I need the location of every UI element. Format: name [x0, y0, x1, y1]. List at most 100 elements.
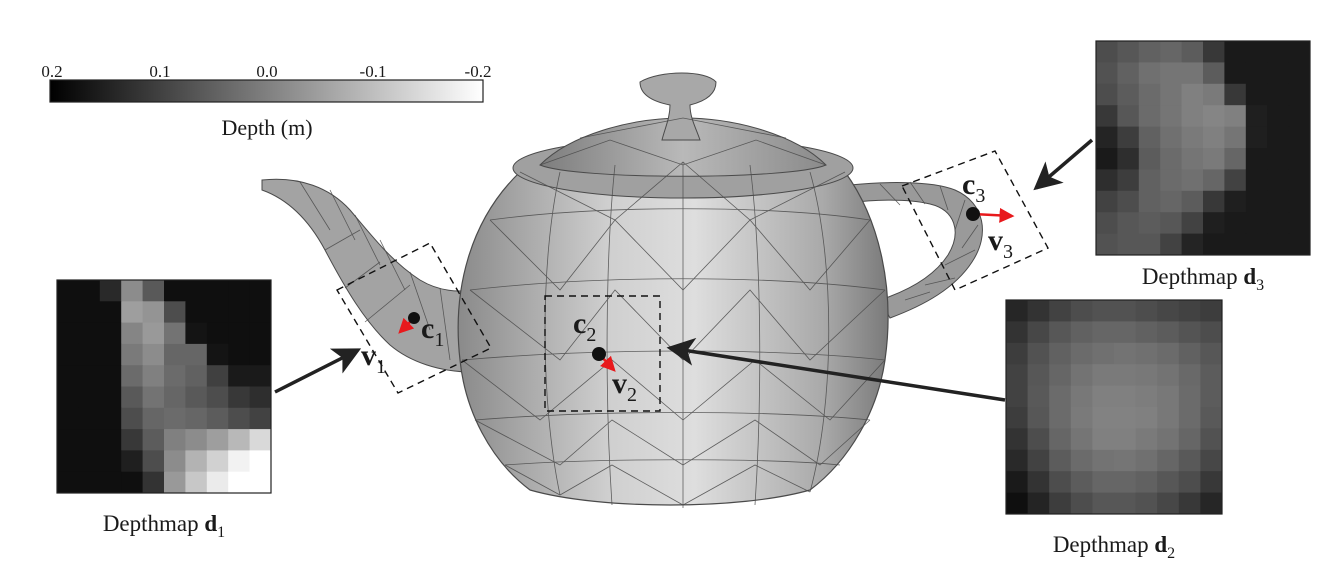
depthmap-pixel [185, 407, 208, 430]
depthmap-pixel [228, 322, 251, 345]
depthmap-pixel [1117, 126, 1140, 149]
center-point-2 [592, 347, 606, 361]
depthmap-panel-2: Depthmap d2 [1005, 299, 1223, 562]
depthmap-pixel [206, 301, 229, 324]
depthmap-pixel [1049, 492, 1072, 515]
depthmap-pixel [185, 471, 208, 494]
depthmap-pixel [1027, 449, 1050, 472]
depthmap-pixel [99, 386, 122, 409]
depthmap-pixel [1288, 41, 1311, 63]
depthmap-pixel [249, 365, 272, 387]
depthmap-pixel [1288, 126, 1311, 149]
depthmap-pixel [1203, 41, 1225, 63]
depthmap-pixel [57, 450, 79, 473]
center-label-3: c3 [962, 168, 985, 207]
vector-label-2: v2 [612, 367, 637, 406]
depthmap-pixel [99, 450, 122, 473]
depthmap-pixel [1006, 342, 1029, 365]
depthmap-pixel [1006, 492, 1029, 515]
depthmap-pixel [1200, 300, 1223, 322]
depthmap-pixel [228, 429, 251, 451]
depthmap-pixel [1114, 428, 1137, 451]
depthmap-pixel [206, 386, 229, 409]
depthmap-pixel [185, 365, 208, 387]
depthmap-pixel [1135, 321, 1158, 344]
depthmap-pixel [99, 301, 122, 324]
depthmap-pixel [1160, 169, 1183, 192]
depthmap-pixel [1157, 364, 1180, 387]
arrow-to-patch-3 [1033, 138, 1094, 191]
depthmap-pixel [1288, 233, 1311, 256]
depthmap-pixel [164, 301, 186, 324]
depthmap-pixel [1160, 105, 1183, 128]
depthmap-pixel [1245, 41, 1268, 63]
depthmap-pixel [1288, 212, 1311, 235]
depthmap-pixel [1027, 385, 1050, 408]
depthmap-pixel [1178, 364, 1201, 387]
depthmap-pixel [1049, 385, 1072, 408]
depthmap-pixel [1114, 407, 1137, 429]
depthmap-pixel [185, 429, 208, 451]
depthmap-pixel [1245, 105, 1268, 128]
depthmap-pixel [1203, 169, 1225, 192]
depthmap-pixel [57, 343, 79, 366]
depthmap-pixel [1160, 233, 1183, 256]
depthmap-pixel [1157, 321, 1180, 344]
depthmap-pixel [1092, 492, 1115, 515]
depthmap-pixel [1138, 126, 1161, 149]
colorbar-tick-label: 0.0 [256, 62, 277, 81]
depthmap-pixel [228, 280, 251, 302]
depthmap-pixel [1096, 212, 1118, 235]
depthmap-pixel [164, 365, 186, 387]
depthmap-pixel [1092, 449, 1115, 472]
depthmap-pixel [1224, 41, 1247, 63]
depthmap-pixel [164, 280, 186, 302]
depthmap-pixel [1135, 300, 1158, 322]
depthmap-pixel [1092, 321, 1115, 344]
depthmap-pixel [1092, 385, 1115, 408]
depthmap-pixel [1117, 190, 1140, 213]
depthmap-pixel [1096, 190, 1118, 213]
depthmap-pixel [1245, 169, 1268, 192]
depthmap-pixel [121, 450, 144, 473]
depthmap-pixel [1181, 62, 1204, 85]
depthmap-pixel [57, 280, 79, 302]
depthmap-pixel [1006, 428, 1029, 451]
depthmap-pixel [99, 471, 122, 494]
depthmap-pixel [206, 322, 229, 345]
depthmap-pixel [78, 301, 101, 324]
depthmap-pixel [1203, 212, 1225, 235]
depthmap-pixel [142, 365, 165, 387]
depthmap-pixel [1178, 428, 1201, 451]
depthmap-pixel [185, 343, 208, 366]
depthmap-pixel [1203, 105, 1225, 128]
depthmap-pixel [1160, 62, 1183, 85]
patch-box-2 [544, 295, 661, 412]
teapot-mesh [261, 72, 983, 508]
depthmap-pixel [1096, 148, 1118, 170]
depthmap-pixel [78, 386, 101, 409]
center-label-2: c2 [573, 307, 596, 346]
depthmap-pixel [164, 322, 186, 345]
depthmap-pixel [57, 365, 79, 387]
depthmap-pixel [1135, 492, 1158, 515]
depthmap-pixel [1138, 190, 1161, 213]
depthmap-pixel [1224, 169, 1247, 192]
colorbar-axis-label: Depth (m) [221, 115, 312, 140]
depthmap-pixel [1114, 492, 1137, 515]
teapot-knob [639, 72, 717, 141]
depthmap-pixel [1245, 212, 1268, 235]
depthmap-pixel [78, 322, 101, 345]
depthmap-pixel [1135, 407, 1158, 429]
depthmap-pixel [1200, 428, 1223, 451]
depthmap-pixel [1157, 428, 1180, 451]
depthmap-pixel [1181, 190, 1204, 213]
depthmap-caption-3: Depthmap d3 [1142, 264, 1264, 294]
depthmap-pixel [1070, 342, 1093, 365]
point-2: c2 v2 [573, 307, 637, 406]
depthmap-pixel [1135, 364, 1158, 387]
depthmap-pixel [185, 301, 208, 324]
depthmap-pixel [1027, 407, 1050, 429]
depthmap-pixel [99, 407, 122, 430]
